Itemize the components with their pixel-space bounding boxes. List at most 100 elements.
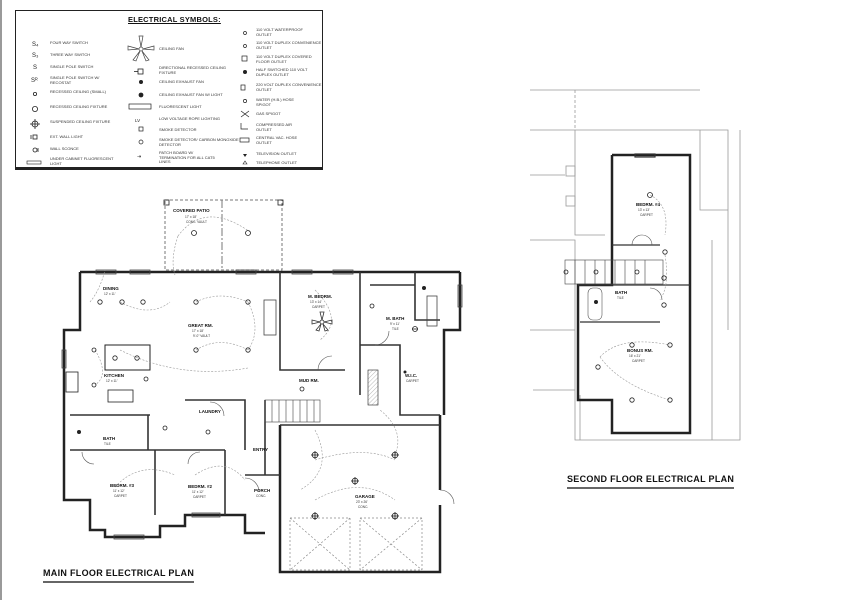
room-label-covered-patio: COVERED PATIO <box>173 208 210 213</box>
room-label-porch: PORCH <box>254 488 270 493</box>
legend-title: ELECTRICAL SYMBOLS: <box>128 15 221 24</box>
second-floor-walls <box>576 153 692 435</box>
svg-text:CARPET: CARPET <box>312 305 325 309</box>
legend-item: EXT. WALL LIGHT <box>50 134 84 139</box>
recessed-light-icon <box>162 425 211 435</box>
legend-item: SMOKE DETECTOR/ CARBON MONOXIDE DETECTOR <box>159 137 239 147</box>
svg-text:TILE: TILE <box>392 327 399 331</box>
legend-item: DIRECTIONAL RECESSED CEILING FIXTURE <box>159 65 226 75</box>
title-underline <box>567 487 735 489</box>
legend-item: GAS SPIGOT <box>256 111 281 116</box>
legend-item: LOW VOLTAGE ROPE LIGHTING <box>159 116 220 121</box>
ceiling-fan-icon <box>311 311 333 332</box>
room-label-bath: BATH <box>103 436 115 441</box>
low-voltage-icon: LV <box>135 118 140 123</box>
room-label-laundry: LAUNDRY <box>199 409 221 414</box>
svg-text:CARPET: CARPET <box>632 359 645 363</box>
duplex-outlet-icon <box>243 44 247 48</box>
exhaust-fan-icon <box>139 80 143 84</box>
exterior-walls <box>62 270 462 574</box>
220-outlet-icon <box>240 84 246 91</box>
rheostat-switch-icon: Sᴿ <box>31 77 38 84</box>
legend-item: UNDER CABINET FLUORESCENT LIGHT <box>50 156 114 166</box>
svg-text:12' x 11': 12' x 11' <box>106 379 118 383</box>
windows <box>61 269 463 540</box>
garage-doors <box>289 517 423 571</box>
legend-item: 110 VOLT DUPLEX COVERED FLOOR OUTLET <box>256 54 312 64</box>
half-switched-outlet-icon <box>243 70 247 74</box>
svg-text:CONC.: CONC. <box>256 494 266 498</box>
room-label-bedroom-2: BEDRM. #2 <box>188 484 213 489</box>
single-pole-switch-icon: S <box>33 65 37 71</box>
recessed-light-icon <box>299 303 375 392</box>
patch-board-icon: ⇥ <box>137 154 141 160</box>
four-way-switch-icon: S₄ <box>32 42 39 48</box>
legend-item: CENTRAL VAC. HOSE OUTLET <box>256 135 298 145</box>
recessed-light-icon <box>97 299 146 305</box>
svg-text:TILE: TILE <box>617 296 624 300</box>
legend-item: SINGLE POLE SWITCH <box>50 64 94 69</box>
legend-item: PATCH BOARD W/ TERMINATION FOR ALL CAT5 … <box>159 150 215 165</box>
compressed-air-icon <box>240 123 248 130</box>
wp-outlet-icon <box>243 31 247 35</box>
suspended-fixture-icon <box>311 326 418 520</box>
under-cabinet-icon <box>26 160 42 165</box>
second-floor-stairs <box>564 259 664 285</box>
svg-text:13' x 13': 13' x 13' <box>638 208 650 212</box>
legend-item: SUSPENDED CEILING FIXTURE <box>50 119 111 124</box>
legend-item: CEILING EXHAUST FAN W/ LIGHT <box>159 92 223 97</box>
svg-text:CARPET: CARPET <box>406 379 419 383</box>
legend-item: RECESSED CEILING (SMALL) <box>50 89 107 94</box>
electrical-symbols-legend: ELECTRICAL SYMBOLS: S₄ S₃ S Sᴿ LV ⇥ <box>15 10 323 170</box>
central-vac-icon <box>239 137 250 143</box>
room-label-garage: GARAGE <box>355 494 375 499</box>
svg-text:CARPET: CARPET <box>114 494 127 498</box>
suspended-icon <box>30 119 40 129</box>
svg-text:CARPET: CARPET <box>193 495 206 499</box>
kitchen-island <box>104 344 151 371</box>
legend-item: SMOKE DETECTOR <box>159 127 197 132</box>
legend-item: WALL SCONCE <box>50 146 79 151</box>
second-floor-fixtures <box>563 192 673 403</box>
svg-text:13' x 14': 13' x 14' <box>310 300 322 304</box>
interior-walls <box>70 272 440 515</box>
second-floor-circuits <box>599 194 671 401</box>
ext-wall-light-icon <box>30 134 38 140</box>
svg-text:17' x 18': 17' x 18' <box>185 215 197 219</box>
pendant-light-icon <box>112 355 140 361</box>
kitchen-sink <box>65 371 79 393</box>
legend-item: TELEVISION OUTLET <box>256 151 297 156</box>
legend-symbols: S₄ S₃ S Sᴿ LV ⇥ <box>26 31 250 165</box>
svg-text:11' x 12': 11' x 12' <box>192 490 204 494</box>
legend-item: TELEPHONE OUTLET <box>256 160 298 165</box>
roof-outline <box>530 89 741 441</box>
room-label-dining: DINING <box>103 286 119 291</box>
window <box>634 153 656 158</box>
main-floor-room-labels: COVERED PATIO 17' x 18' CONC. VAULT DINI… <box>103 208 419 509</box>
svg-text:CONC.: CONC. <box>358 505 368 509</box>
hose-spigot-icon <box>243 99 247 103</box>
room-label-master-bath: M. BATH <box>386 316 404 321</box>
svg-text:CARPET: CARPET <box>640 213 653 217</box>
svg-text:TILE: TILE <box>104 442 111 446</box>
fluorescent-icon <box>128 103 152 110</box>
main-floor-title: MAIN FLOOR ELECTRICAL PLAN <box>43 568 195 583</box>
svg-text:CONC. VAULT: CONC. VAULT <box>186 220 207 224</box>
legend-item: 220 VOLT DUPLEX CONVENIENCE OUTLET <box>256 82 322 92</box>
main-stairs <box>264 399 321 423</box>
gas-spigot-icon <box>240 110 250 118</box>
room-label-kitchen: KITCHEN <box>104 373 124 378</box>
recessed-small-icon <box>32 92 37 97</box>
legend-item: 110 VOLT DUPLEX CONVENIENCE OUTLET <box>256 40 322 50</box>
ceiling-fan-icon <box>127 35 155 62</box>
svg-text:16' x 21': 16' x 21' <box>629 354 641 358</box>
legend-item: RECESSED CEILING FIXTURE <box>50 104 108 109</box>
legend-item: CEILING EXHAUST FAN <box>159 79 204 84</box>
exhaust-fan-icon <box>77 286 426 434</box>
three-way-switch-icon: S₃ <box>32 53 39 59</box>
floor-outlet-icon <box>241 55 248 62</box>
svg-text:9' x 11': 9' x 11' <box>390 322 400 326</box>
range <box>107 389 134 403</box>
legend-item: THREE WAY SWITCH <box>50 52 91 57</box>
